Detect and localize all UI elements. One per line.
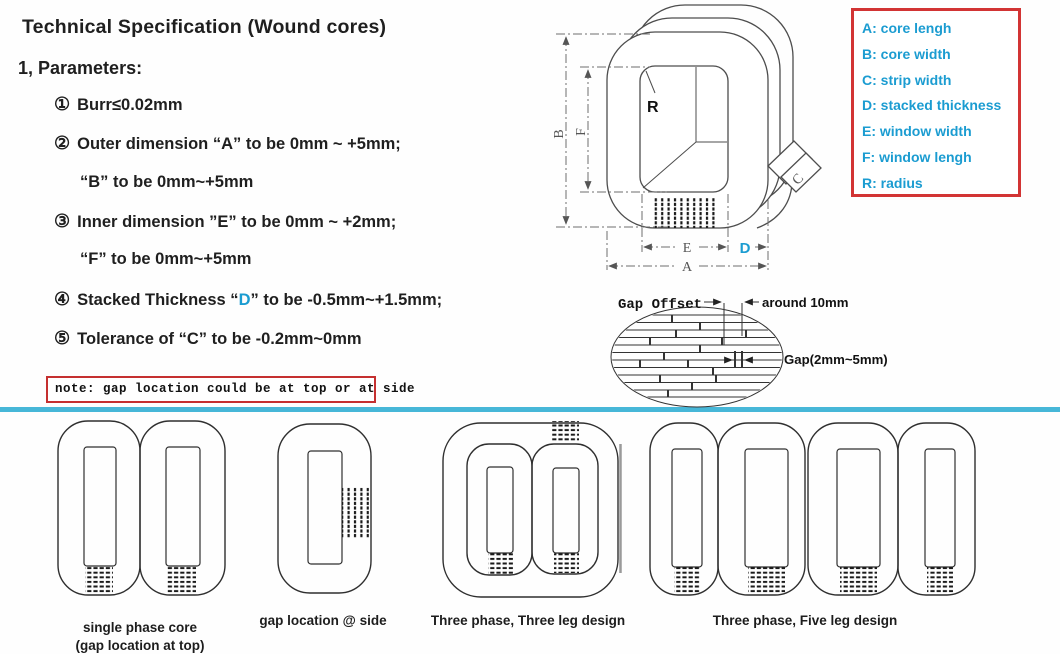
page-title: Technical Specification (Wound cores)	[22, 16, 387, 38]
legend-item-r: R: radius	[862, 174, 923, 191]
item-text: Tolerance of “C” to be -0.2mm~0mm	[77, 330, 362, 348]
legend-item-b: B: core width	[862, 45, 951, 62]
item-number: ③	[54, 211, 71, 231]
item-text-suffix: ” to be -0.5mm~+1.5mm;	[250, 291, 443, 309]
parameter-item-3b: “F” to be 0mm~+5mm	[80, 250, 251, 269]
item-text: Inner dimension ”E” to be 0mm ~ +2mm;	[77, 213, 397, 231]
three-leg-core-diagram	[442, 421, 622, 598]
gap-hatch	[653, 198, 717, 228]
caption-single-phase-line1: single phase core	[82, 620, 198, 635]
legend-item-e: E: window width	[862, 123, 972, 140]
legend-item-a: A: core lengh	[862, 20, 952, 36]
item-number: ④	[54, 289, 71, 309]
item-text-prefix: Stacked Thickness “	[77, 291, 239, 309]
legend-item-d: D: stacked thickness	[862, 97, 1002, 114]
legend-item-f: F: window lengh	[862, 148, 972, 165]
legend-item-c: C: strip width	[862, 71, 952, 88]
dim-label-a: A	[682, 260, 693, 275]
five-leg-core-diagram	[649, 422, 976, 596]
single-phase-core-diagram	[57, 420, 226, 596]
gap-joint-ticks	[639, 315, 747, 397]
parameters-heading: 1, Parameters:	[18, 58, 143, 78]
gap-pair-ticks	[734, 351, 743, 368]
window-depth-lines	[642, 67, 727, 189]
separator-line	[0, 407, 1060, 412]
gap-size-label: Gap(2mm~5mm)	[784, 352, 888, 367]
core-cross-section-ellipse	[610, 306, 784, 408]
lamination-lines	[612, 314, 782, 398]
strip-flap-inner	[780, 152, 822, 193]
dim-label-b: B	[552, 129, 567, 138]
core-window	[639, 65, 729, 193]
parameter-item-2b: “B” to be 0mm~+5mm	[80, 173, 253, 192]
item-text: Burr≤0.02mm	[77, 96, 183, 114]
dim-label-r: R	[647, 99, 659, 116]
core-diagram: C B F E D A R	[552, 4, 822, 275]
parameter-item-3: ③ Inner dimension ”E” to be 0mm ~ +2mm;	[54, 211, 396, 232]
item-text: “B” to be 0mm~+5mm	[80, 173, 254, 191]
gap-offset-diagram: Gap Offset around 10mm Gap(2mm~5mm)	[610, 295, 888, 408]
item-number: ①	[54, 94, 71, 114]
legend-box: A: core lengh B: core width C: strip wid…	[851, 8, 1021, 197]
around-10mm-label: around 10mm	[762, 295, 848, 310]
parameter-item-2: ② Outer dimension “A” to be 0mm ~ +5mm;	[54, 133, 401, 154]
side-gap-core-diagram	[277, 423, 372, 594]
caption-five-leg: Three phase, Five leg design	[712, 613, 898, 628]
caption-three-leg: Three phase, Three leg design	[430, 613, 626, 628]
core-designs-row	[57, 420, 976, 598]
gap-offset-label: Gap Offset	[618, 297, 702, 313]
item-text: Outer dimension “A” to be 0mm ~ +5mm;	[77, 135, 401, 153]
note-box: note: gap location could be at top or at…	[46, 376, 415, 403]
offset-leader-lines	[723, 303, 743, 345]
item-highlight-d: D	[238, 291, 251, 309]
dim-label-d: D	[740, 240, 751, 257]
parameter-item-5: ⑤ Tolerance of “C” to be -0.2mm~0mm	[54, 328, 362, 349]
parameter-item-1: ① Burr≤0.02mm	[54, 94, 183, 115]
parameter-item-4: ④ Stacked Thickness “D” to be -0.5mm~+1.5…	[54, 289, 442, 310]
caption-side-gap: gap location @ side	[259, 613, 387, 628]
dim-label-e: E	[683, 241, 692, 256]
item-number: ⑤	[54, 328, 71, 348]
item-number: ②	[54, 133, 71, 153]
dim-label-f: F	[574, 128, 589, 136]
item-text: “F” to be 0mm~+5mm	[80, 250, 252, 268]
caption-single-phase-line2: (gap location at top)	[75, 638, 205, 653]
r-leader-line	[645, 70, 656, 94]
